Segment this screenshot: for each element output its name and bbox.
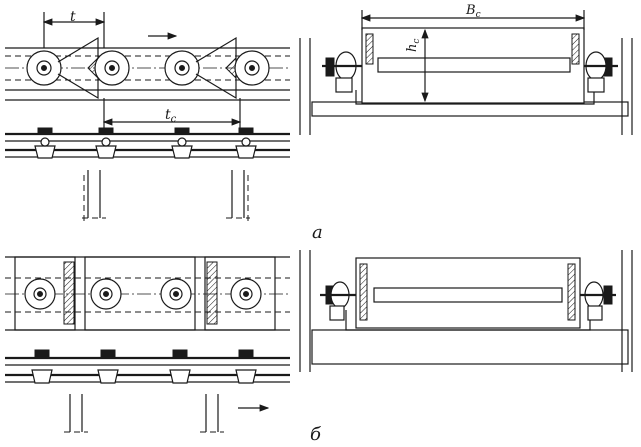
dim-label-hc: hc [405, 39, 422, 52]
side-wheel-left-a [322, 51, 362, 93]
side-wheel-right-b [580, 281, 616, 321]
roller-a1 [34, 127, 56, 159]
fig-b-side-view [5, 349, 290, 433]
roller-a2 [95, 127, 117, 159]
roller-b2 [97, 349, 119, 384]
roller-b1 [31, 349, 53, 384]
roller-b4 [235, 349, 257, 384]
carriage-a2 [164, 36, 270, 100]
fig-a-side-view [5, 127, 290, 222]
figure-label-b: б [310, 424, 322, 445]
fig-a-cross-section [299, 10, 633, 135]
fig-b-plan-view [5, 256, 290, 331]
side-wheel-left-b [320, 281, 356, 321]
fig-b-cross-section [299, 250, 633, 372]
roller-a4 [235, 127, 257, 159]
dim-label-bc: Bc [465, 3, 481, 20]
carriage-a1 [26, 36, 130, 100]
dim-label-t: t [70, 9, 76, 25]
figure-label-a: а [312, 222, 323, 243]
carriage-b-set [14, 256, 276, 331]
side-wheel-right-a [584, 51, 618, 93]
roller-a3 [171, 127, 193, 159]
fig-a-plan-view [5, 12, 290, 128]
roller-b3 [169, 349, 191, 384]
dim-label-tc: tc [165, 107, 177, 125]
